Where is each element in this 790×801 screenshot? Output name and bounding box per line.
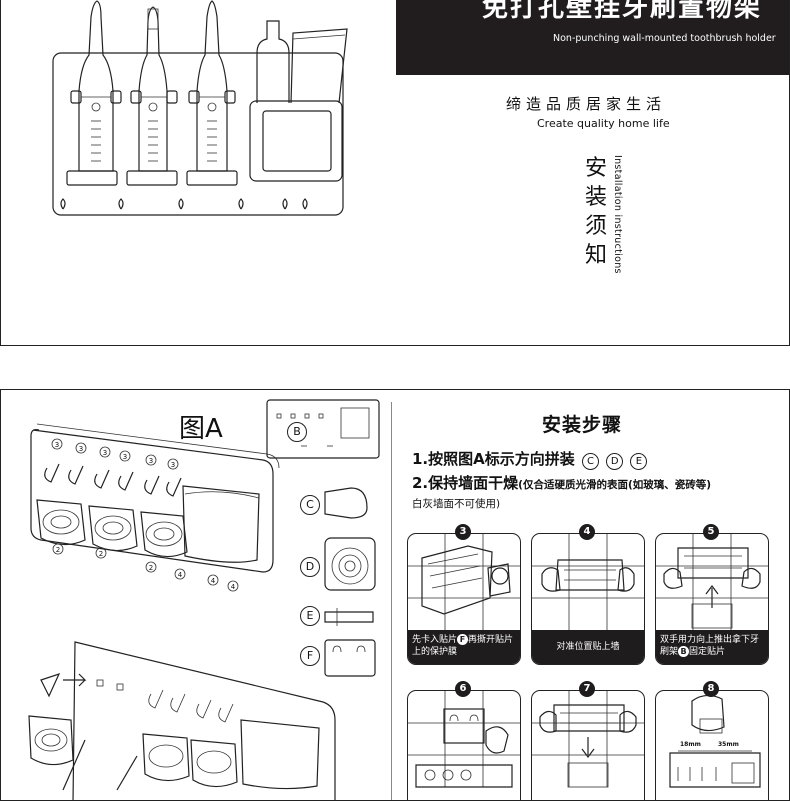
steps-title: 安装步骤 xyxy=(542,414,623,436)
slot-number: 3 xyxy=(171,461,175,469)
step-4-caption: 对准位置贴上墙 xyxy=(532,630,644,664)
step-2-text: 2.保持墙面干燥 xyxy=(412,474,519,492)
step-1-part-d: D xyxy=(606,453,624,470)
part-c-clip-icon xyxy=(324,487,368,519)
step-8-illustration xyxy=(669,694,761,788)
bottom-number: 4 xyxy=(178,571,183,579)
step-4-illustration xyxy=(532,534,644,630)
step-2-note-line2: 白灰墙面不可使用) xyxy=(412,498,501,510)
step-5-illustration xyxy=(656,534,768,630)
product-title-cn: 免打孔壁挂牙刷置物架 xyxy=(482,0,763,23)
part-b-plate-icon xyxy=(266,399,380,459)
step-1: 1.按照图A标示方向拼装 C D E xyxy=(412,448,648,470)
figure-a-label: 图A xyxy=(179,414,223,444)
electric-toothbrush-2-icon xyxy=(126,6,178,186)
slot-number: 3 xyxy=(103,449,107,457)
slogan-cn: 缔造品质居家生活 xyxy=(506,95,667,113)
step-2-note: (仅合适硬质光滑的表面(如玻璃、瓷砖等) xyxy=(518,479,712,491)
step-2: 2.保持墙面干燥(仅合适硬质光滑的表面(如玻璃、瓷砖等) xyxy=(412,472,711,493)
step-number-5: 5 xyxy=(703,524,719,540)
step-1-text: 1.按照图A标示方向拼装 xyxy=(412,450,575,468)
divider xyxy=(391,402,392,800)
part-f-patch-icon xyxy=(324,639,376,677)
step-card-6 xyxy=(407,690,521,800)
cup-number: 2 xyxy=(99,550,103,558)
bottom-number: 4 xyxy=(211,577,216,585)
slot-number: 3 xyxy=(149,457,153,465)
step-number-6: 6 xyxy=(455,681,471,697)
caption-badge-b: B xyxy=(678,646,690,657)
part-e-rod-icon xyxy=(324,611,374,623)
slot-number: 3 xyxy=(123,453,127,461)
part-label-d: D xyxy=(300,557,320,577)
step-1-part-c: C xyxy=(581,453,599,470)
product-intro-panel: 免打孔壁挂牙刷置物架 Non-punching wall-mounted too… xyxy=(0,0,790,346)
step-card-4: 对准位置贴上墙 xyxy=(531,533,645,665)
part-label-c: C xyxy=(300,495,320,515)
step-number-3: 3 xyxy=(455,524,471,540)
part-label-f: F xyxy=(300,646,320,666)
exploded-plate-icon xyxy=(72,641,336,800)
step-7-illustration xyxy=(532,691,644,788)
slot-number: 3 xyxy=(79,445,83,453)
step-number-4: 4 xyxy=(579,524,595,540)
figure-a-diagram: 3 3 3 3 3 3 2 2 2 4 4 4 xyxy=(28,399,380,800)
step-number-7: 7 xyxy=(579,681,595,697)
brush-cups-icon xyxy=(36,499,188,558)
part-label-e: E xyxy=(300,606,320,626)
step-card-8: 18mm 35mm xyxy=(655,690,769,800)
storage-cup-icon xyxy=(249,20,348,182)
product-title-en: Non-punching wall-mounted toothbrush hol… xyxy=(553,33,776,44)
install-notice-en: Installation instructions xyxy=(612,155,623,274)
electric-toothbrush-3-icon xyxy=(186,0,238,186)
step-card-7 xyxy=(531,690,645,800)
toothbrush-holder-illustration xyxy=(52,0,348,216)
title-bar: 免打孔壁挂牙刷置物架 Non-punching wall-mounted too… xyxy=(396,0,789,75)
part-label-b: B xyxy=(287,422,307,442)
install-notice-cn: 安装须知 xyxy=(584,156,607,268)
slot-number: 3 xyxy=(55,441,59,449)
cup-number: 2 xyxy=(149,564,153,572)
holder-box-icon xyxy=(182,485,260,563)
installation-panel: 3 3 3 3 3 3 2 2 2 4 4 4 xyxy=(0,389,790,801)
step-1-part-e: E xyxy=(630,453,648,470)
dimension-35mm: 35mm xyxy=(718,741,739,748)
step-6-illustration xyxy=(408,691,520,788)
brush-hooks-icon xyxy=(44,463,182,497)
dimension-18mm: 18mm xyxy=(680,741,701,748)
electric-toothbrush-1-icon xyxy=(66,0,122,186)
hook-row-icon xyxy=(60,198,308,210)
caption-badge-f: F xyxy=(457,634,469,645)
slogan-en: Create quality home life xyxy=(537,117,670,130)
bottom-number: 4 xyxy=(231,583,236,591)
step-number-8: 8 xyxy=(703,681,719,697)
step-3-illustration xyxy=(408,534,520,630)
part-d-cup-icon xyxy=(324,537,376,591)
cup-number: 2 xyxy=(56,546,60,554)
